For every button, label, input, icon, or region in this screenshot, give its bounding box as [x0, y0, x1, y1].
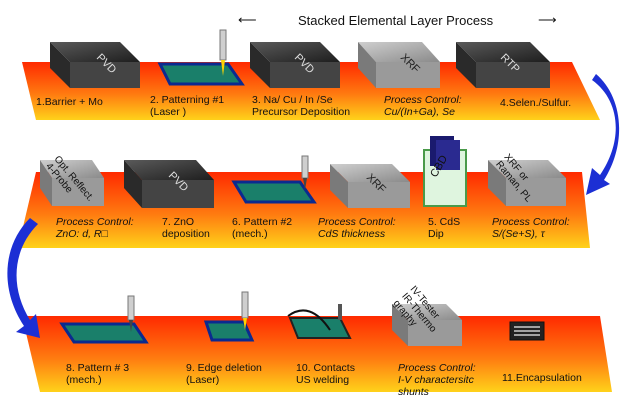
xrf-machine-1	[358, 42, 440, 88]
step-label-2: 2. Patterning #1 (Laser )	[150, 94, 225, 118]
cbd-bath	[423, 136, 467, 207]
step-label-6: 6. Pattern #2 (mech.)	[232, 216, 293, 240]
step-label-10: 10. Contacts US welding	[296, 362, 355, 386]
mech-patterning-station-2	[231, 155, 317, 204]
edge-deletion-laser-station	[203, 291, 255, 342]
diagram-title: Stacked Elemental Layer Process	[298, 13, 494, 28]
step-label-8: 8. Pattern # 3 (mech.)	[66, 362, 130, 386]
step-label-9: 9. Edge deletion (Laser)	[186, 362, 262, 386]
iv-tester-machine	[392, 304, 462, 346]
header-right-arrow: ⟶	[538, 12, 557, 27]
pvd-machine-1	[50, 42, 140, 88]
process-control-label: Process Control: CdS thickness	[318, 216, 396, 240]
process-control-label: Process Control: S/(Se+S), τ	[492, 216, 570, 240]
process-control-label: Process Control: ZnO: d, R□	[56, 216, 134, 240]
laser-patterning-station	[157, 29, 245, 86]
step-label-4: 4.Selen./Sulfur.	[500, 97, 572, 109]
opt-reflect-probe-machine	[40, 160, 104, 206]
process-control-label: Process Control: I-V charactersitc shunt…	[398, 362, 476, 398]
step-label-7: 7. ZnO deposition	[162, 216, 210, 240]
connector-arrow-right	[586, 74, 620, 195]
step-label-5: 5. CdS Dip	[428, 216, 461, 240]
process-control-label: Process Control: Cu/(In+Ga), Se	[384, 94, 462, 118]
rtp-machine	[456, 42, 550, 88]
step-label-3: 3. Na/ Cu / In /Se Precursor Deposition	[252, 94, 351, 118]
pvd-machine-3	[124, 160, 214, 208]
encapsulated-module	[509, 321, 545, 341]
xrf-raman-machine	[488, 160, 566, 206]
process-band-row3	[22, 316, 612, 392]
connector-arrow-left	[7, 218, 40, 338]
contacts-welding-station	[287, 304, 352, 339]
step-label-1: 1.Barrier + Mo	[36, 96, 103, 108]
header-left-arrow: ⟵	[238, 12, 257, 27]
mech-patterning-station-3	[59, 295, 149, 344]
xrf-machine-2	[330, 164, 410, 208]
pvd-machine-2	[250, 42, 340, 88]
step-label-11: 11.Encapsulation	[502, 372, 582, 384]
